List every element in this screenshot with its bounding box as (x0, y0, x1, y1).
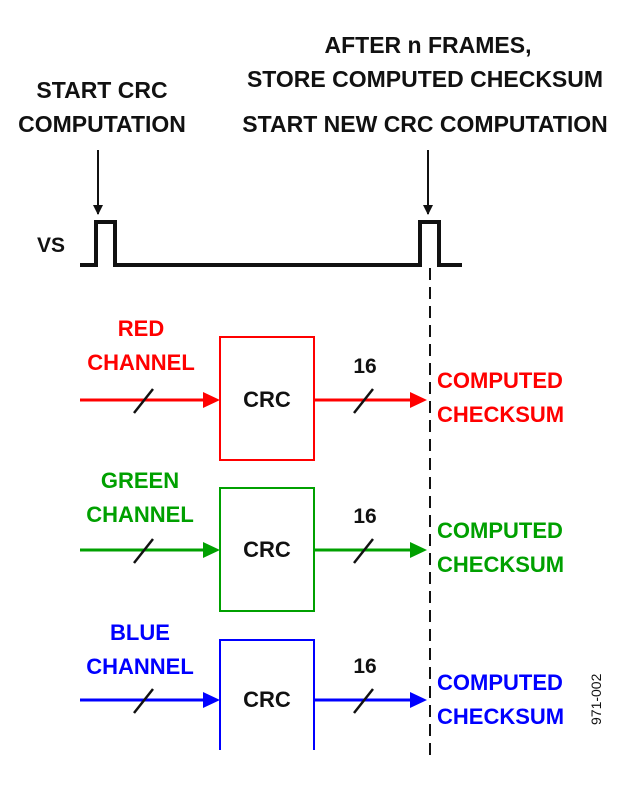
green-output-label-line2: CHECKSUM (437, 552, 564, 577)
red-channel-row: RED CHANNEL CRC 16 COMPUTED CHECKSUM (80, 316, 564, 461)
start-crc-label-line1: START CRC (36, 77, 167, 103)
blue-bus-width: 16 (353, 655, 376, 678)
green-bus-width: 16 (353, 505, 376, 528)
red-output-label-line2: CHECKSUM (437, 402, 564, 427)
green-channel-name-line2: CHANNEL (86, 502, 194, 527)
blue-output-label-line2: CHECKSUM (437, 704, 564, 729)
blue-bus-slash-input (133, 688, 154, 714)
blue-channel-name-line2: CHANNEL (86, 654, 194, 679)
green-bus-slash-output (353, 538, 374, 564)
blue-crc-block (219, 639, 315, 750)
red-bus-width: 16 (353, 355, 376, 378)
blue-crc-label: CRC (243, 687, 291, 712)
red-output-label-line1: COMPUTED (437, 368, 563, 393)
green-output-arrowhead (410, 542, 427, 558)
figure-id: 971-002 (588, 673, 604, 725)
red-input-arrowhead (203, 392, 220, 408)
blue-output-label-line1: COMPUTED (437, 670, 563, 695)
vs-pulse-waveform (80, 220, 462, 267)
blue-channel-row: BLUE CHANNEL CRC 16 COMPUTED CHECKSUM (80, 620, 564, 750)
after-n-frames-label: AFTER n FRAMES, (325, 32, 532, 58)
green-channel-name-line1: GREEN (101, 468, 179, 493)
blue-channel-name-line1: BLUE (110, 620, 170, 645)
vs-signal-label: VS (37, 234, 65, 257)
store-checksum-label: STORE COMPUTED CHECKSUM (247, 66, 603, 92)
start-new-crc-label: START NEW CRC COMPUTATION (242, 111, 607, 137)
red-output-arrowhead (410, 392, 427, 408)
blue-bus-slash-output (353, 688, 374, 714)
green-crc-label: CRC (243, 537, 291, 562)
red-channel-name-line2: CHANNEL (87, 350, 195, 375)
green-input-arrowhead (203, 542, 220, 558)
green-output-label-line1: COMPUTED (437, 518, 563, 543)
red-crc-label: CRC (243, 387, 291, 412)
red-channel-name-line1: RED (118, 316, 164, 341)
start-crc-label-line2: COMPUTATION (18, 111, 186, 137)
red-bus-slash-input (133, 388, 154, 414)
green-channel-row: GREEN CHANNEL CRC 16 COMPUTED CHECKSUM (80, 468, 564, 612)
blue-output-arrowhead (410, 692, 427, 708)
green-bus-slash-input (133, 538, 154, 564)
red-bus-slash-output (353, 388, 374, 414)
blue-input-arrowhead (203, 692, 220, 708)
